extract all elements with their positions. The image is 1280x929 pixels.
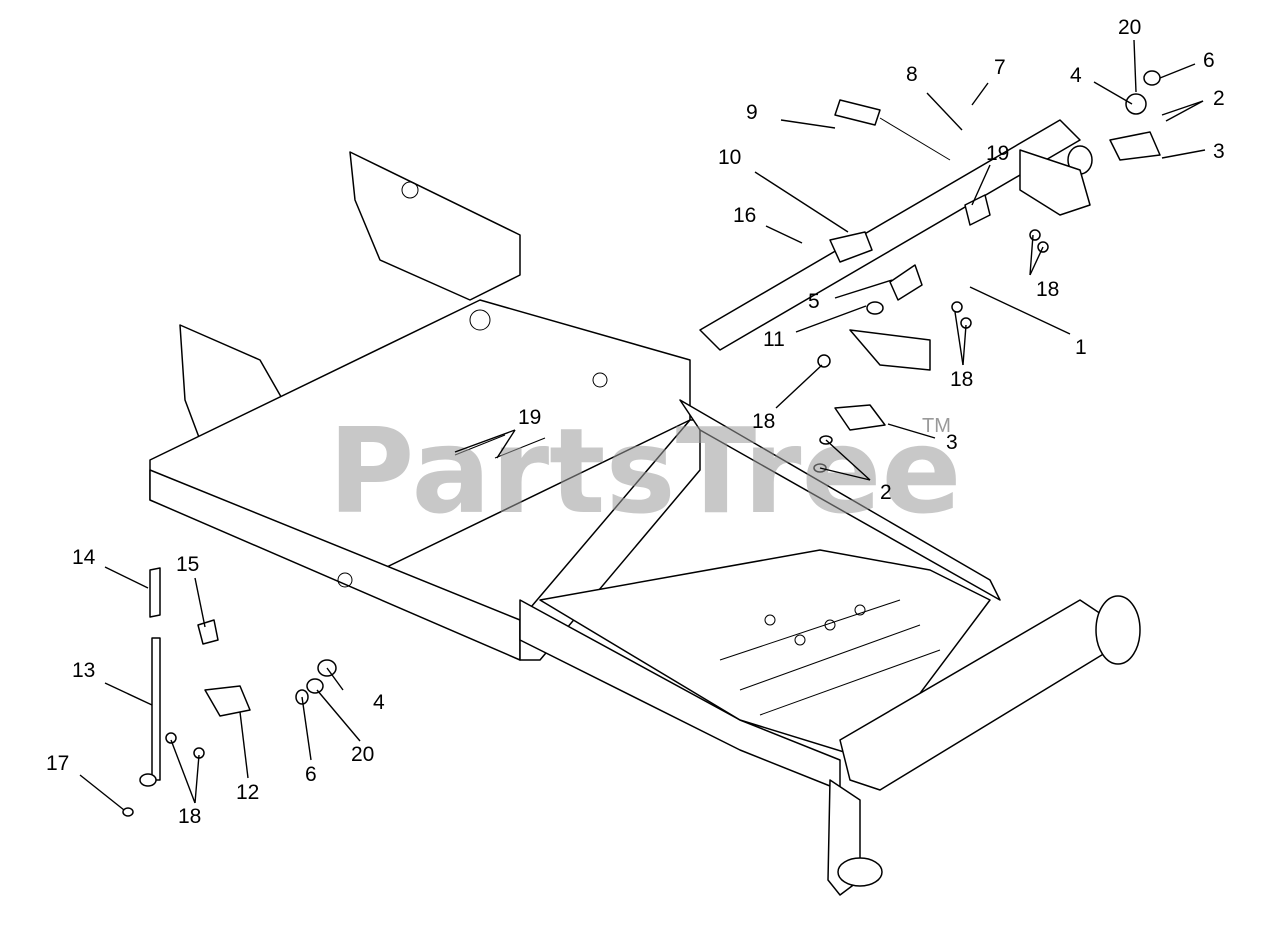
callout-19-b: 19 — [518, 406, 541, 429]
callout-18-d: 18 — [178, 805, 201, 828]
loose-parts — [122, 70, 1161, 817]
callout-16: 16 — [733, 204, 756, 227]
callout-8: 8 — [906, 63, 918, 86]
callout-13: 13 — [72, 659, 95, 682]
leader-lines — [79, 39, 1206, 811]
watermark-text: PartsTree — [328, 402, 962, 540]
callout-4-top: 4 — [1070, 64, 1082, 87]
callout-18-b: 18 — [950, 368, 973, 391]
callout-7: 7 — [994, 56, 1006, 79]
callout-4-lower: 4 — [373, 691, 385, 714]
callout-6-top: 6 — [1203, 49, 1215, 72]
mower-frame — [149, 119, 1141, 896]
callout-1: 1 — [1075, 336, 1087, 359]
callout-11: 11 — [763, 328, 785, 351]
watermark-tm: TM — [922, 415, 951, 437]
callout-14: 14 — [72, 546, 96, 569]
callout-numbers: 1 2 2 3 3 4 4 5 6 6 7 8 9 10 11 12 13 14… — [46, 16, 1225, 828]
callout-6-lower: 6 — [305, 763, 317, 786]
callout-19-a: 19 — [986, 142, 1009, 165]
callout-20-a: 20 — [1118, 16, 1141, 39]
callout-15: 15 — [176, 553, 199, 576]
callout-20-b: 20 — [351, 743, 374, 766]
callout-9: 9 — [746, 101, 758, 124]
callout-12: 12 — [236, 781, 259, 804]
watermark: PartsTree TM — [328, 402, 962, 540]
callout-18-c: 18 — [752, 410, 775, 433]
callout-18-a: 18 — [1036, 278, 1059, 301]
callout-3-top: 3 — [1213, 140, 1225, 163]
callout-5: 5 — [808, 290, 820, 313]
callout-2-top: 2 — [1213, 87, 1225, 110]
callout-3-lower: 3 — [946, 431, 958, 454]
callout-2-lower: 2 — [880, 481, 892, 504]
callout-17: 17 — [46, 752, 69, 775]
callout-10: 10 — [718, 146, 741, 169]
